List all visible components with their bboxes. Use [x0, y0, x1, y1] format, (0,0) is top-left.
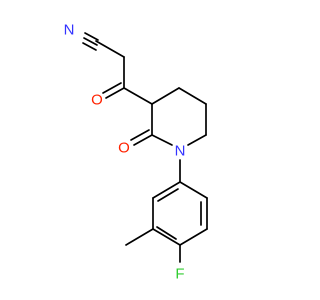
- bond-carbonyl-c3: [123, 87, 153, 105]
- bond-ar6-ar1: [152, 181, 181, 199]
- bond-ar1-ar2: [179, 181, 208, 199]
- bond-lines: [82, 32, 208, 263]
- bond-c3-c4: [151, 87, 180, 105]
- bond-nitrile-triple-2: [83, 37, 98, 46]
- bond-methyl: [125, 228, 154, 246]
- structure-diagram: N O O N F: [64, 22, 208, 283]
- bond-lactam-double-1: [133, 134, 153, 146]
- bond-n1-c2: [151, 134, 173, 146]
- bond-c4-c5: [178, 87, 207, 105]
- bond-ar4-ar5: [152, 228, 181, 246]
- bond-lactam-double-2: [130, 129, 150, 141]
- ketone-o-label: O: [91, 92, 103, 109]
- atom-labels: N O O N F: [64, 22, 186, 283]
- molecule-structure: N O O N F: [64, 22, 208, 283]
- bond-ar3-ar4: [179, 228, 208, 246]
- bond-c6-n1: [187, 134, 207, 146]
- bond-ketone-double-2: [102, 82, 122, 94]
- bond-ar-inner-2: [156, 226, 177, 240]
- bond-cn-ch2: [95, 40, 125, 58]
- fluorine-label: F: [175, 266, 184, 283]
- ring-n-label: N: [175, 143, 186, 160]
- lactam-o-label: O: [118, 140, 130, 157]
- bond-nitrile-triple-3: [82, 42, 97, 51]
- bond-ar-inner-3: [157, 188, 179, 202]
- bond-ketone-double-1: [105, 87, 125, 99]
- nitrile-n-label: N: [64, 22, 75, 39]
- bond-nitrile-triple-1: [84, 32, 99, 41]
